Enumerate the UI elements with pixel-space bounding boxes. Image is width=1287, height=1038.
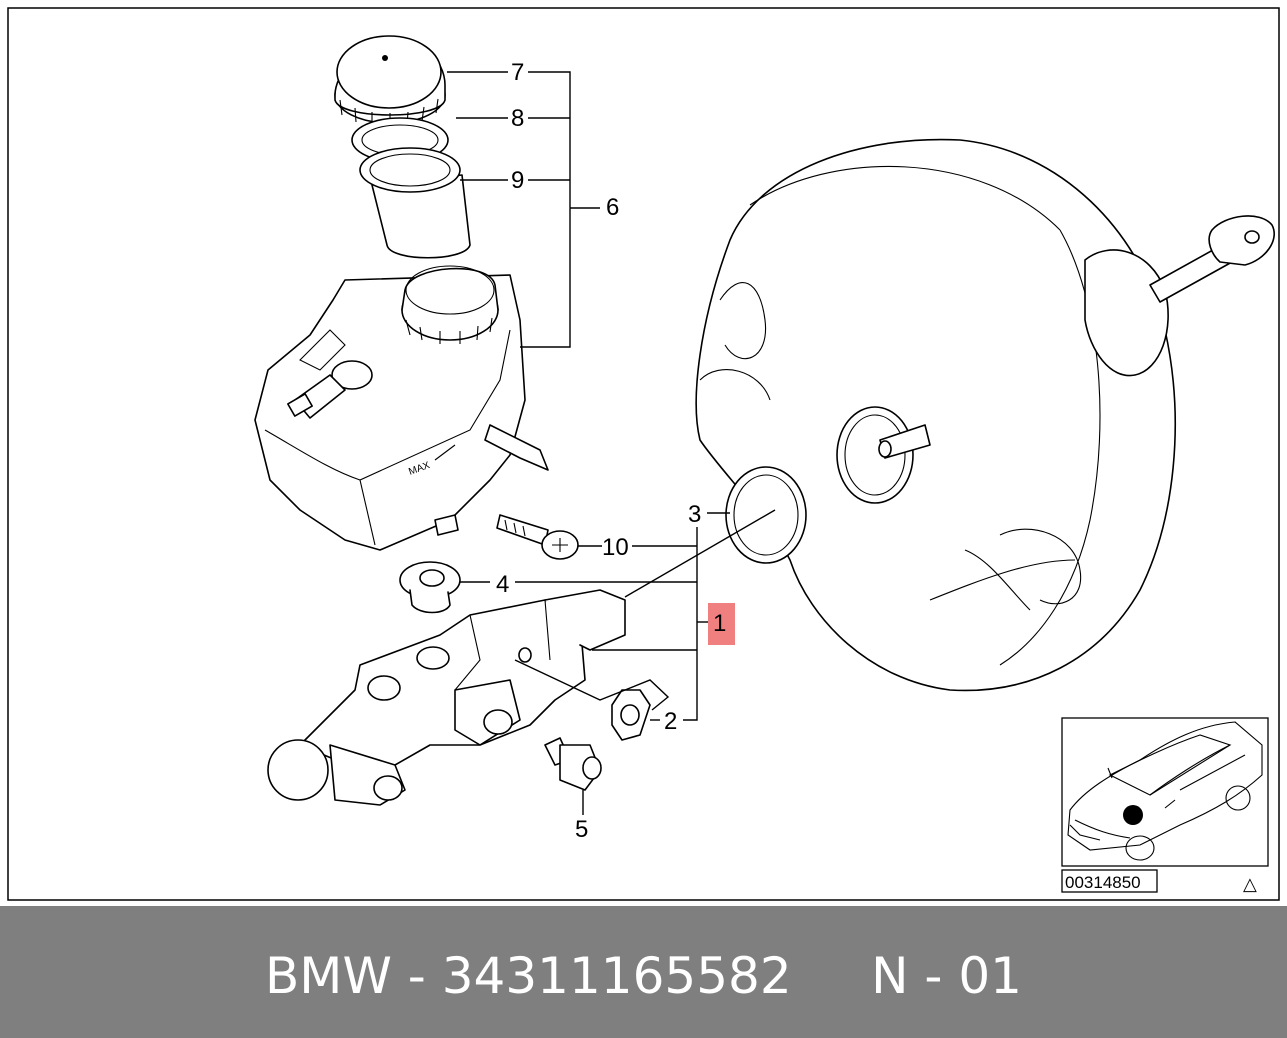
callout-4: 4 — [496, 571, 509, 598]
callout-2: 2 — [664, 708, 677, 735]
strainer — [359, 147, 471, 259]
image-code: 00314850 — [1065, 873, 1141, 892]
diagram-canvas: MAX — [7, 7, 1280, 901]
brake-booster — [695, 138, 1275, 692]
callout-1: 1 — [713, 610, 726, 637]
warning-triangle-icon: △ — [1243, 874, 1257, 895]
callout-10: 10 — [602, 534, 629, 561]
footer-bar — [0, 906, 1287, 1038]
fluid-reservoir: MAX — [254, 265, 549, 551]
leader-lines — [447, 71, 776, 815]
caption-separator: - — [391, 947, 442, 1005]
diagram-border — [7, 7, 1280, 901]
screw — [496, 514, 579, 560]
parts-diagram: MAX — [7, 7, 1280, 901]
brand-name: BMW — [265, 947, 392, 1005]
part-number: 34311165582 — [441, 947, 792, 1005]
callout-8: 8 — [511, 105, 524, 132]
location-marker — [1123, 805, 1143, 825]
callout-6: 6 — [606, 194, 619, 221]
location-inset: 00314850 △ — [1061, 717, 1269, 895]
reservoir-cap — [334, 35, 446, 126]
car-illustration — [1067, 721, 1263, 861]
grommet — [399, 561, 461, 614]
fitting — [544, 737, 602, 791]
callout-3: 3 — [688, 501, 701, 528]
image-code-box — [1061, 869, 1158, 893]
master-cylinder — [267, 589, 626, 806]
callout-9: 9 — [511, 167, 524, 194]
callout-highlight — [708, 603, 735, 645]
nut — [611, 689, 651, 741]
part-caption: BMW - 34311165582 N - 01 — [0, 946, 1287, 1006]
callout-5: 5 — [575, 816, 588, 843]
callout-7: 7 — [511, 59, 524, 86]
position-code: N - 01 — [871, 947, 1022, 1005]
